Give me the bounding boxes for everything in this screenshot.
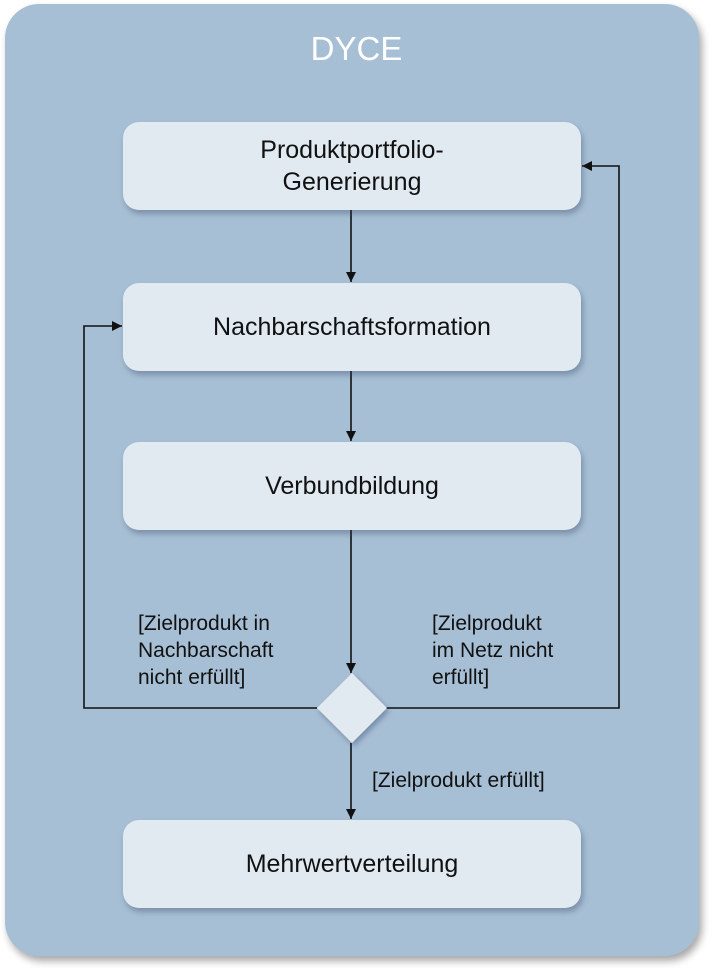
node-nachbarschaft: Nachbarschaftsformation [123,283,581,371]
decision-diamond [317,673,387,743]
node-mehrwert: Mehrwertverteilung [123,820,581,908]
node-verbund-label: Verbundbildung [265,472,439,500]
arrow-loop-to-nachbarschaft [83,321,317,709]
node-nachbarschaft-label: Nachbarschaftsformation [213,313,491,341]
node-verbund: Verbundbildung [123,442,581,530]
node-portfolio: Produktportfolio- Generierung [123,122,581,210]
diagram-title: DYCE [310,30,403,67]
node-portfolio-label: Produktportfolio- Generierung [260,136,444,196]
guard-label-left: [Zielprodukt in Nachbarschaft nicht erfü… [138,612,274,689]
arrow-loop-to-portfolio [386,161,620,709]
guard-label-bottom: [Zielprodukt erfüllt] [372,769,545,792]
guard-label-right: [Zielprodukt im Netz nicht erfüllt] [432,612,554,689]
node-mehrwert-label: Mehrwertverteilung [245,850,459,878]
